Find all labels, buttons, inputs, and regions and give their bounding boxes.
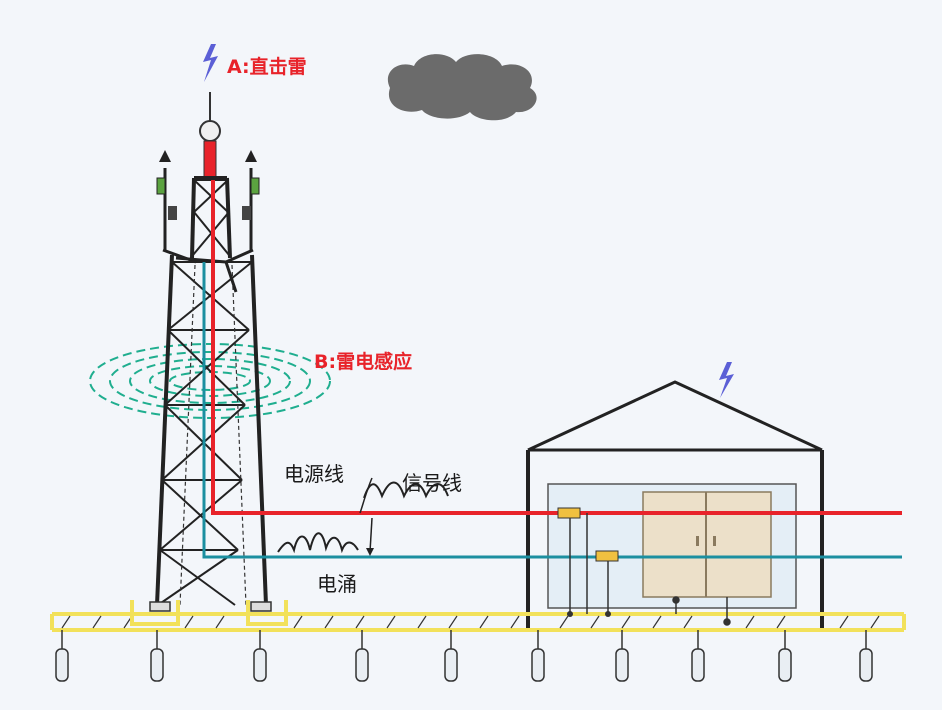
- power-line-cable: [211, 180, 902, 515]
- antenna-panel-right: [250, 177, 260, 195]
- surge-pointer-arrow: [366, 548, 374, 556]
- ground-rods: [55, 630, 873, 682]
- antenna-tip-left: [159, 150, 171, 162]
- antenna-panel-left: [156, 177, 166, 195]
- lightning-rod-mast: [203, 140, 217, 179]
- surge-waveform: [277, 532, 359, 554]
- signal-waveform: [363, 481, 449, 499]
- antenna-unit-right: [242, 206, 251, 220]
- antenna-unit-left: [168, 206, 177, 220]
- lightning-rod-ball: [199, 120, 221, 142]
- signal-line-label: 信号线: [402, 471, 462, 495]
- induction-label: B:雷电感应: [314, 351, 413, 373]
- power-line-label: 电源线: [284, 462, 344, 486]
- signal-line-cable: [202, 262, 902, 559]
- signal-surge-protector: [595, 550, 619, 617]
- direct-strike-label: A:直击雷: [227, 56, 307, 78]
- lightning-bolt-icon: [719, 362, 734, 398]
- induction-field-rings: [89, 343, 331, 419]
- equipment-cabinet: [642, 491, 772, 598]
- ground-busbar: [50, 612, 906, 632]
- surge-pointer: [369, 517, 373, 553]
- lightning-bolt-icon: [203, 44, 218, 82]
- antenna-tip-right: [245, 150, 257, 162]
- power-surge-protector: [557, 507, 581, 617]
- tower-inner-dashed: [179, 264, 247, 606]
- tower-base-clamps: [130, 600, 288, 626]
- storm-cloud-icon: [387, 54, 537, 121]
- tower-top-cap: [194, 176, 227, 181]
- tower-bracing: [157, 179, 253, 606]
- house-roof: [527, 380, 823, 452]
- power-line-pointer: [359, 477, 373, 514]
- cabinet-ground-leads: [586, 513, 731, 626]
- surge-label: 电涌: [317, 572, 357, 596]
- communication-tower: [155, 177, 268, 606]
